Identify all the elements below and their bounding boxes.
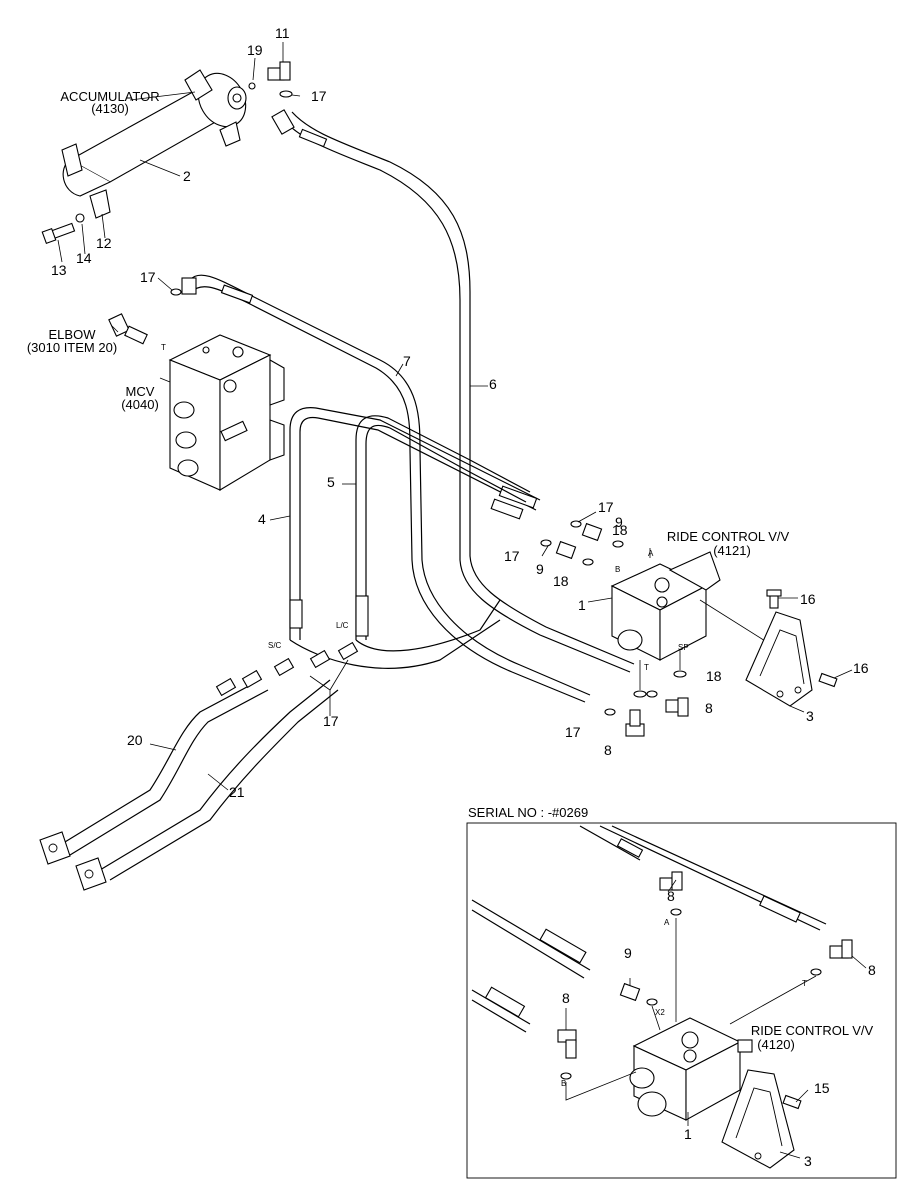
callout-12: 12 bbox=[96, 235, 112, 251]
bracket-3 bbox=[745, 611, 813, 707]
callout-5: 5 bbox=[327, 474, 335, 490]
fittings-17-group bbox=[215, 641, 359, 697]
mcv-valve bbox=[168, 334, 285, 491]
elbow-ref: (3010 ITEM 20) bbox=[27, 340, 117, 355]
bolt-13 bbox=[41, 222, 76, 245]
callout-17-b: 17 bbox=[504, 548, 520, 564]
callout-17-left: 17 bbox=[140, 269, 156, 285]
callout-7: 7 bbox=[403, 353, 411, 369]
port-sc: S/C bbox=[268, 641, 282, 650]
bolt-16-a bbox=[766, 589, 782, 609]
port-t: T bbox=[644, 663, 649, 672]
callout-9-a: 9 bbox=[615, 514, 623, 530]
elbow-3010 bbox=[108, 313, 148, 345]
hose-4 bbox=[289, 407, 541, 640]
hose-6 bbox=[271, 109, 635, 673]
inset-callout-9: 9 bbox=[624, 945, 632, 961]
inset-elbow-8-b bbox=[829, 939, 853, 959]
inset-fitting-9 bbox=[619, 982, 641, 1002]
callout-3: 3 bbox=[806, 708, 814, 724]
tube-21 bbox=[75, 599, 501, 891]
accumulator-label: ACCUMULATOR bbox=[60, 89, 159, 104]
fittings-9 bbox=[555, 522, 603, 560]
oring-18-c bbox=[673, 670, 687, 678]
port-b: B bbox=[615, 565, 620, 574]
ride-control-label: RIDE CONTROL V/V bbox=[667, 529, 790, 544]
serial-inset bbox=[466, 822, 897, 1179]
oring-17-a bbox=[570, 520, 582, 528]
callout-13: 13 bbox=[51, 262, 67, 278]
mcv-code: (4040) bbox=[121, 397, 159, 412]
ride-control-valve-4121 bbox=[610, 551, 721, 661]
callout-18-c: 18 bbox=[706, 668, 722, 684]
callout-6: 6 bbox=[489, 376, 497, 392]
oring-17-c2 bbox=[646, 690, 658, 698]
accumulator-code: (4130) bbox=[91, 101, 129, 116]
tube-20 bbox=[39, 679, 269, 865]
oring-19 bbox=[248, 82, 256, 90]
hose-5 bbox=[355, 415, 531, 640]
elbow-label: ELBOW bbox=[49, 327, 97, 342]
serial-label: SERIAL NO : -#0269 bbox=[468, 805, 588, 820]
callout-11: 11 bbox=[275, 25, 290, 41]
callout-8-a: 8 bbox=[705, 700, 713, 716]
callout-19: 19 bbox=[247, 42, 263, 58]
port-a: A bbox=[648, 549, 654, 558]
hose-7 bbox=[181, 274, 591, 703]
callout-20: 20 bbox=[127, 732, 143, 748]
oring-17-c bbox=[604, 708, 616, 716]
callout-18-a: 18 bbox=[612, 522, 628, 538]
inset-elbow-8-c bbox=[557, 1029, 577, 1059]
elbow-8-b bbox=[625, 709, 645, 737]
callout-2: 2 bbox=[183, 168, 191, 184]
callout-9-b: 9 bbox=[536, 561, 544, 577]
inset-bracket-3 bbox=[721, 1069, 795, 1169]
inset-callout-8-a: 8 bbox=[667, 888, 675, 904]
inset-port-x2: X2 bbox=[655, 1008, 665, 1017]
port-sp: SP bbox=[678, 643, 689, 652]
elbow-fitting-11 bbox=[267, 61, 291, 81]
inset-bolt-15 bbox=[782, 1094, 802, 1110]
ride-control-code: (4121) bbox=[713, 543, 751, 558]
callout-17-c: 17 bbox=[565, 724, 581, 740]
inset-callout-15: 15 bbox=[814, 1080, 830, 1096]
bolt-16-b bbox=[818, 672, 838, 688]
inset-ride-control-valve bbox=[629, 1017, 753, 1121]
callout-1: 1 bbox=[578, 597, 586, 613]
oring-17-top bbox=[279, 90, 293, 98]
port-lc: L/C bbox=[336, 621, 349, 630]
callout-4: 4 bbox=[258, 511, 266, 527]
inset-port-t: T bbox=[802, 979, 807, 988]
inset-callout-1: 1 bbox=[684, 1126, 692, 1142]
callout-17-bottom: 17 bbox=[323, 713, 339, 729]
oring-17-left bbox=[170, 288, 182, 296]
oring-17-b bbox=[540, 539, 552, 547]
port-t-mcv: T bbox=[161, 343, 166, 352]
callout-21: 21 bbox=[229, 784, 245, 800]
washer-14 bbox=[75, 213, 85, 223]
callout-18-b: 18 bbox=[553, 573, 569, 589]
callout-17-top: 17 bbox=[311, 88, 327, 104]
callout-16-a: 16 bbox=[800, 591, 816, 607]
leader-lines bbox=[57, 42, 853, 791]
callout-14: 14 bbox=[76, 250, 92, 266]
accumulator bbox=[61, 69, 247, 219]
inset-ride-control-code: (4120) bbox=[757, 1037, 795, 1052]
inset-port-a: A bbox=[664, 918, 670, 927]
inset-callout-3: 3 bbox=[804, 1153, 812, 1169]
oring-18-a bbox=[612, 540, 624, 548]
bracket-link bbox=[699, 599, 771, 645]
inset-port-b: B bbox=[561, 1079, 566, 1088]
oring-t bbox=[633, 690, 647, 698]
mcv-label: MCV bbox=[126, 384, 155, 399]
callout-17-a: 17 bbox=[598, 499, 614, 515]
callout-8-b: 8 bbox=[604, 742, 612, 758]
inset-callout-8-c: 8 bbox=[562, 990, 570, 1006]
oring-18-b bbox=[582, 558, 594, 566]
inset-callout-8-b: 8 bbox=[868, 962, 876, 978]
inset-ride-control-label: RIDE CONTROL V/V bbox=[751, 1023, 874, 1038]
callout-16-b: 16 bbox=[853, 660, 869, 676]
elbow-8-a bbox=[665, 697, 689, 717]
